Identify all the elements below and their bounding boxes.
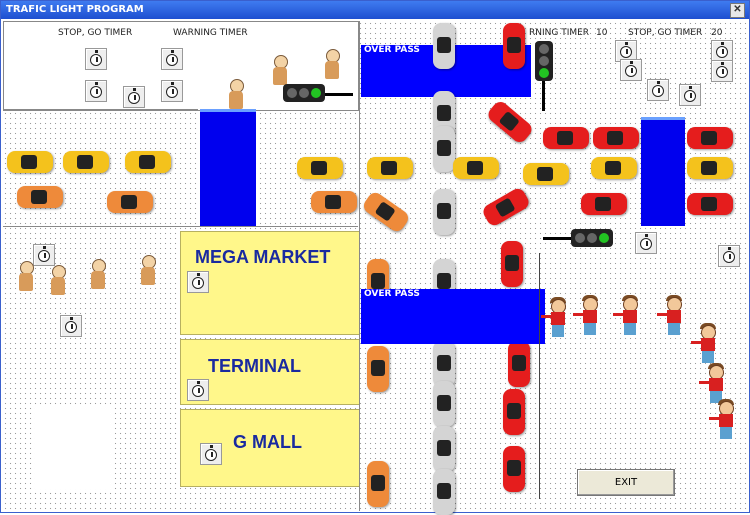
stopwatch-icon[interactable] <box>200 443 222 465</box>
warning-timer-value-right: 10 <box>596 28 608 38</box>
stop-go-timer-value-right: 20 <box>711 28 723 38</box>
car-icon <box>480 185 532 229</box>
traffic-light-pole <box>325 93 353 96</box>
car-icon <box>360 189 412 235</box>
stopwatch-icon[interactable] <box>33 244 55 266</box>
pedestrian-icon <box>691 323 723 365</box>
stopwatch-icon[interactable] <box>679 84 701 106</box>
warning-timer-label-right: RNING TIMER <box>529 28 590 38</box>
stop-go-timer-label-left: STOP, GO TIMER <box>58 28 133 38</box>
traffic-light-icon <box>535 41 553 81</box>
pedestrian-icon <box>15 261 37 295</box>
pedestrian-icon <box>225 79 247 113</box>
road-line <box>539 253 540 499</box>
car-icon <box>593 127 639 149</box>
blank-area <box>35 407 113 489</box>
pedestrian-icon <box>269 55 291 89</box>
road-line <box>359 21 360 511</box>
overpass-top-label: OVER PASS <box>364 45 420 55</box>
car-icon <box>433 126 455 172</box>
warning-timer-label-left: WARNING TIMER <box>173 28 248 38</box>
pedestrian-icon <box>87 259 109 293</box>
mega-market-store[interactable]: MEGA MARKET <box>180 231 360 335</box>
car-icon <box>125 151 171 173</box>
car-icon <box>311 191 357 213</box>
pedestrian-icon <box>47 265 69 299</box>
stopwatch-icon[interactable] <box>711 60 733 82</box>
car-icon <box>367 346 389 392</box>
car-icon <box>433 381 455 427</box>
stopwatch-icon[interactable] <box>718 245 740 267</box>
car-icon <box>433 426 455 472</box>
car-icon <box>17 186 63 208</box>
stopwatch-icon[interactable] <box>187 379 209 401</box>
stopwatch-icon[interactable] <box>647 79 669 101</box>
title-bar: TRAFIC LIGHT PROGRAM ✕ <box>1 1 749 19</box>
car-icon <box>433 91 455 137</box>
exit-button[interactable]: EXIT <box>577 469 675 496</box>
traffic-light-pole <box>542 81 545 111</box>
car-icon <box>503 389 525 435</box>
traffic-light-icon <box>283 84 325 102</box>
stopwatch-icon[interactable] <box>123 86 145 108</box>
pedestrian-icon <box>657 295 689 337</box>
stop-go-timer-label-right: STOP, GO TIMER <box>628 28 703 38</box>
pedestrian-icon <box>321 49 343 83</box>
car-icon <box>581 193 627 215</box>
pedestrian-icon <box>137 255 159 289</box>
car-icon <box>63 151 109 173</box>
pedestrian-icon <box>541 297 573 339</box>
road-line <box>3 109 198 110</box>
window-title: TRAFIC LIGHT PROGRAM <box>6 4 144 15</box>
stopwatch-icon[interactable] <box>85 48 107 70</box>
car-icon <box>7 151 53 173</box>
car-icon <box>687 157 733 179</box>
mega-market-label: MEGA MARKET <box>195 247 331 267</box>
pedestrian-icon <box>709 399 741 441</box>
car-icon <box>433 469 455 515</box>
car-icon <box>433 23 455 69</box>
overpass-bottom: OVER PASS <box>361 289 545 344</box>
road-line <box>3 226 358 227</box>
car-icon <box>453 157 499 179</box>
stopwatch-icon[interactable] <box>161 80 183 102</box>
overpass-bottom-label: OVER PASS <box>364 289 420 299</box>
stopwatch-icon[interactable] <box>60 315 82 337</box>
stopwatch-icon[interactable] <box>620 59 642 81</box>
car-icon <box>107 191 153 213</box>
car-icon <box>367 157 413 179</box>
overpass-pillar-right <box>641 117 685 226</box>
car-icon <box>591 157 637 179</box>
car-icon <box>297 157 343 179</box>
car-icon <box>433 341 455 387</box>
stopwatch-icon[interactable] <box>161 48 183 70</box>
traffic-light-pole <box>543 237 571 240</box>
stopwatch-icon[interactable] <box>711 40 733 62</box>
car-icon <box>503 446 525 492</box>
stopwatch-icon[interactable] <box>635 232 657 254</box>
pedestrian-icon <box>573 295 605 337</box>
car-icon <box>523 163 569 185</box>
car-icon <box>508 341 530 387</box>
terminal-label: TERMINAL <box>208 356 301 376</box>
g-mall-label: G MALL <box>233 432 302 452</box>
car-icon <box>503 23 525 69</box>
car-icon <box>367 461 389 507</box>
car-icon <box>501 241 523 287</box>
stopwatch-icon[interactable] <box>187 271 209 293</box>
traffic-light-icon <box>571 229 613 247</box>
car-icon <box>485 98 535 146</box>
close-button[interactable]: ✕ <box>730 3 745 18</box>
stopwatch-icon[interactable] <box>85 80 107 102</box>
car-icon <box>433 189 455 235</box>
terminal-store[interactable]: TERMINAL <box>180 339 360 405</box>
car-icon <box>543 127 589 149</box>
pedestrian-icon <box>613 295 645 337</box>
car-icon <box>687 193 733 215</box>
car-icon <box>687 127 733 149</box>
overpass-pillar-left <box>200 109 256 227</box>
road-canvas: STOP, GO TIMER WARNING TIMER OVER PASS R… <box>3 21 747 515</box>
